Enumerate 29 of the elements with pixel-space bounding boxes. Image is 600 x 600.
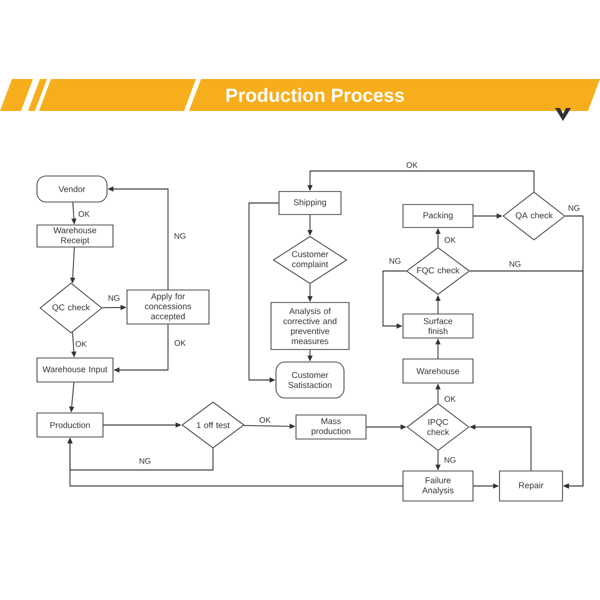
terminal-box: Customer Satistaction [276, 362, 344, 398]
edge-label: NG [107, 294, 121, 302]
edge-label: OK [443, 236, 457, 244]
edge-label: NG [388, 257, 402, 265]
process-box: Mass production [296, 414, 366, 440]
process-box: Packing [402, 204, 474, 228]
process-box: Warehouse Receipt [36, 224, 114, 248]
process-box: Shipping [278, 191, 342, 215]
edge-label: OK [173, 339, 187, 347]
process-box: Warehouse Input [36, 358, 114, 382]
process-box: Surface finish [402, 314, 474, 338]
edge-label: NG [173, 232, 187, 240]
process-box: Analysis of corrective and preventive measures [270, 302, 350, 350]
edge-label: OK [443, 395, 457, 403]
edge-label: OK [405, 161, 419, 169]
edge-label: NG [443, 456, 457, 464]
edge-label: NG [138, 457, 152, 465]
process-box: Production [36, 412, 104, 438]
edge-label: OK [77, 210, 91, 218]
process-box: Repair [499, 470, 563, 502]
terminal-box: Vendor [36, 176, 108, 202]
edge-label: NG [567, 204, 581, 212]
edge-label: OK [74, 340, 88, 348]
process-box: Apply for concessions accepted [126, 290, 210, 324]
process-box: Warehouse [402, 358, 474, 384]
edge-label: NG [508, 260, 522, 268]
edge-label: OK [258, 416, 272, 424]
title: Production Process [226, 88, 404, 102]
process-box: Failure Analysis [402, 470, 474, 502]
